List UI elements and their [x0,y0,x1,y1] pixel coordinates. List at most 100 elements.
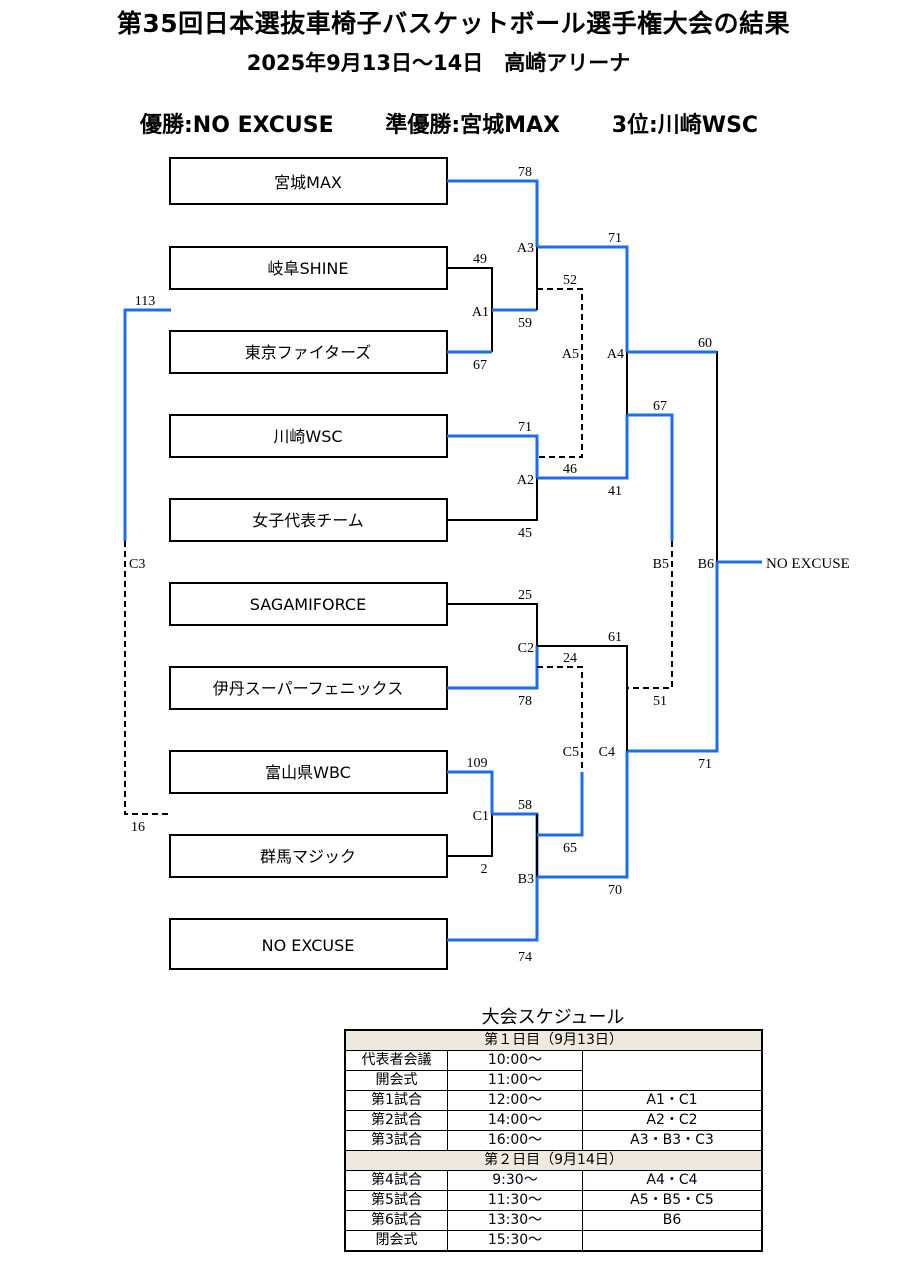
line-a2-top [447,434,539,478]
score: 60 [698,336,712,351]
schedule-time: 11:30～ [447,1190,583,1211]
schedule-event: 第2試合 [344,1110,448,1131]
team-box-gifu: 岐阜SHINE [169,246,448,290]
line-a5 [537,288,583,458]
team-box-noexcuse: NO EXCUSE [169,918,448,970]
match-label-a1: A1 [472,305,489,320]
schedule-matches: A4・C4 [582,1170,763,1191]
score: 16 [131,820,145,835]
schedule-day-header: 第２日目（9月14日） [344,1150,763,1171]
score: 61 [608,630,622,645]
schedule-event: 第3試合 [344,1130,448,1151]
schedule-matches: A2・C2 [582,1110,763,1131]
team-box-kawasaki: 川崎WSC [169,414,448,458]
schedule-matches: A5・B5・C5 [582,1190,763,1211]
team-name: 東京ファイターズ [245,343,372,362]
team-name: 群馬マジック [260,847,356,866]
line-a1-top [447,267,493,352]
line-a4-top [537,245,629,352]
line-b3-winner [537,751,629,879]
team-name: 川崎WSC [273,427,342,446]
line-b5-top [627,413,674,541]
line-a2-winner [537,415,629,480]
schedule-time: 15:30～ [447,1230,583,1252]
bracket-lines [123,179,762,942]
champion-name: NO EXCUSE [766,556,850,572]
match-label-c5: C5 [563,745,579,760]
schedule-time: 9:30～ [447,1170,583,1191]
runner-up-result: 準優勝:宮城MAX [385,113,561,138]
score: 78 [518,694,532,709]
team-box-toyama: 富山県WBC [169,750,448,794]
score: 109 [467,756,488,771]
team-name: NO EXCUSE [262,936,355,955]
line-c1-winner [492,812,539,877]
score: 113 [135,294,155,309]
event-date-venue: 2025年9月13日～14日 高崎アリーナ [246,51,631,75]
match-label-a3: A3 [517,241,534,256]
line-a2-bottom [447,478,538,521]
score: 49 [473,252,487,267]
schedule-matches [582,1050,763,1071]
score: 58 [518,798,532,813]
match-label-b5: B5 [653,557,669,572]
score: 71 [518,420,532,435]
schedule-matches: B6 [582,1210,763,1231]
schedule-matches: A3・B3・C3 [582,1130,763,1151]
schedule-matches [582,1230,763,1252]
schedule-event: 閉会式 [344,1230,448,1252]
score: 67 [653,399,667,414]
score: 65 [563,841,577,856]
team-name: 女子代表チーム [252,511,364,530]
line-b3-bottom [447,877,539,942]
team-box-gunma: 群馬マジック [169,834,448,878]
score: 41 [608,484,622,499]
day-header-label: 第１日目（9月13日） [344,1029,763,1051]
score: 71 [698,757,712,772]
schedule-event: 第1試合 [344,1090,448,1111]
score: 70 [608,883,622,898]
match-label-c2: C2 [518,641,534,656]
score: 71 [608,231,622,246]
line-c5-top [537,666,583,772]
line-b6-bottom [627,562,719,753]
team-name: 富山県WBC [265,763,351,782]
team-box-itami: 伊丹スーパーフェニックス [169,666,448,710]
line-a3-top [447,179,539,247]
match-label-a2: A2 [517,473,534,488]
match-label-c4: C4 [599,745,615,760]
schedule-event: 代表者会議 [344,1050,448,1071]
schedule-time: 10:00～ [447,1050,583,1071]
tournament-bracket: 宮城MAX 岐阜SHINE 東京ファイターズ 川崎WSC 女子代表チーム SAG… [123,157,850,970]
schedule-event: 開会式 [344,1070,448,1091]
third-place-result: 3位:川崎WSC [611,113,759,138]
schedule-matches: A1・C1 [582,1090,763,1111]
schedule-time: 11:00～ [447,1070,583,1091]
schedule-time: 16:00～ [447,1130,583,1151]
page-title: 第35回日本選抜車椅子バスケットボール選手権大会の結果 [116,9,791,38]
schedule-title: 大会スケジュール [481,1007,625,1028]
match-label-b3: B3 [518,872,534,887]
team-box-sagami: SAGAMIFORCE [169,582,448,626]
team-name: 宮城MAX [274,173,342,192]
champion-result: 優勝:NO EXCUSE [140,113,334,138]
score: 45 [518,526,532,541]
schedule-matches [582,1070,763,1091]
team-box-tokyo: 東京ファイターズ [169,330,448,374]
score: 59 [518,316,532,331]
schedule-day-header: 第１日目（9月13日） [344,1029,763,1051]
match-label-a5: A5 [562,347,579,362]
line-c1-bottom [447,814,493,857]
match-label-c1: C1 [473,809,489,824]
schedule-event: 第4試合 [344,1170,448,1191]
schedule-time: 13:30～ [447,1210,583,1231]
team-box-miyagi: 宮城MAX [169,157,448,205]
